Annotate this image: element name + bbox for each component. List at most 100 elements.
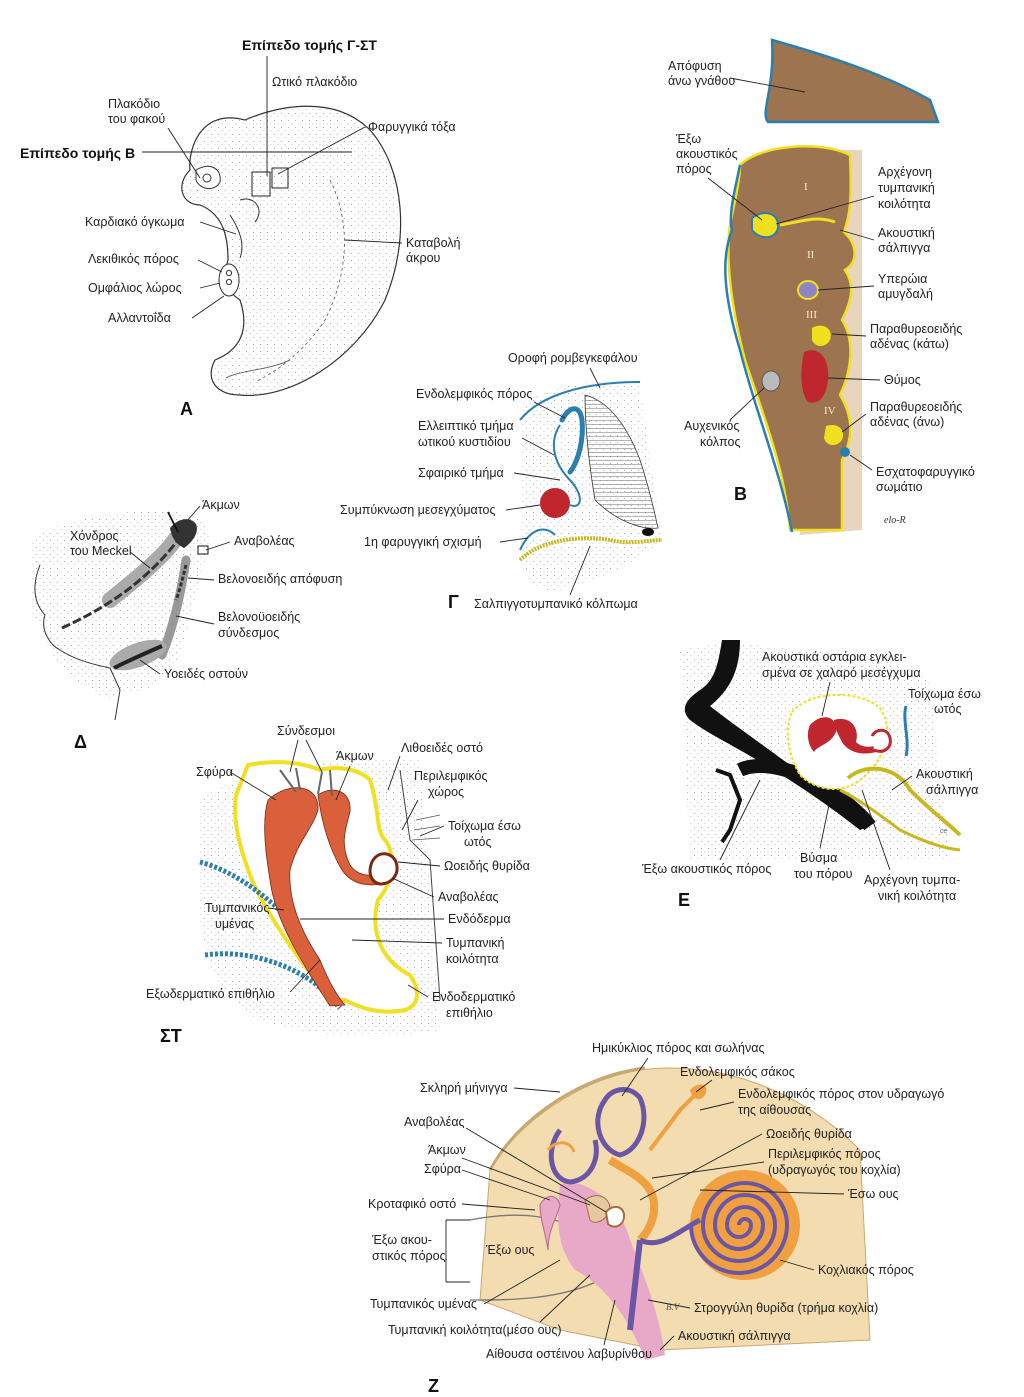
label-tympanic-cavity-st-1: Τυμπανική [446, 936, 505, 950]
label-temporal: Κροταφικό οστό [368, 1197, 456, 1211]
label-auditory-tube-b-1: Ακουστική [878, 226, 935, 240]
label-parathyroid-upper-1: Παραθυρεοειδής [870, 400, 962, 414]
label-ectodermal-epithelium: Εξωδερματικό επιθήλιο [146, 987, 275, 1001]
label-parathyroid-lower-1: Παραθυρεοειδής [870, 322, 962, 336]
label-tympanic-membrane-z: Τυμπανικός υμένας [370, 1297, 477, 1311]
label-parathyroid-lower-2: αδένας (κάτω) [870, 337, 949, 351]
panel-d-letter: Δ [74, 732, 87, 752]
label-ligaments: Σύνδεσμοι [277, 724, 335, 738]
label-maxillary-process-1: Απόφυση [668, 59, 722, 73]
label-endolymphatic-duct-z-2: της αίθουσας [738, 1103, 811, 1117]
label-inner-wall-e-1: Τοίχωμα έσω [908, 687, 981, 701]
label-auditory-tube-e-1: Ακουστική [916, 767, 973, 781]
label-inner-wall-st-1: Τοίχωμα έσω [448, 819, 521, 833]
label-limb-bud-2: άκρου [406, 251, 441, 265]
label-malleus-z: Σφύρα [424, 1162, 461, 1176]
panel-st-middle-ear [199, 759, 441, 1037]
label-endolymphatic-sac: Ενδολεμφικός σάκος [680, 1065, 795, 1079]
label-malleus-st: Σφύρα [196, 765, 233, 779]
label-ultimobranchial-2: σωμάτιο [876, 480, 923, 494]
label-semicircular: Ημικύκλιος πόρος και σωλήνας [592, 1041, 764, 1055]
label-inner-wall-e-2: ωτός [934, 702, 962, 716]
label-utricular-1: Ελλειπτικό τμήμα [418, 419, 514, 433]
label-stylohyoid-2: σύνδεσμος [218, 626, 279, 640]
label-auditory-tube-b-2: σάλπιγγα [878, 241, 930, 255]
label-perilymphatic-1: Περιλεμφικός [414, 769, 487, 783]
label-meatal-plug-1: Βύσμα [800, 851, 837, 865]
panel-e-labels: Ακουστικά οστάρια εγκλει- σμένα σε χαλαρ… [641, 650, 981, 910]
panel-g-labels: Οροφή ρομβεγκεφάλου Ενδολεμφικός πόρος Ε… [340, 351, 638, 612]
panel-e-letter: Ε [678, 890, 690, 910]
signature-z: B.V [666, 1302, 681, 1312]
panel-b-labels: Απόφυση άνω γνάθου Έξω ακουστικός πόρος … [668, 59, 975, 504]
label-cut-plane-gst: Επίπεδο τομής Γ-ΣΤ [242, 37, 377, 53]
label-perilymphatic-z-2: (υδραγωγός του κοχλία) [768, 1163, 901, 1177]
label-tympanic-membrane-st-1: Τυμπανικός [205, 901, 269, 915]
label-external-meatus-2: ακουστικός [676, 147, 738, 161]
label-inner-ear: Έσω ους [847, 1187, 899, 1201]
panel-a-letter: Α [180, 399, 193, 419]
pouch-label-i: I [804, 181, 808, 193]
label-ultimobranchial-1: Εσχατοφαρυγγικό [876, 465, 975, 479]
label-stapes-st: Αναβολέας [438, 890, 499, 904]
label-palatine-tonsil-2: αμυγδαλή [878, 287, 933, 301]
label-endodermal-epithelium-1: Ενδοδερματικό [432, 990, 515, 1004]
label-endodermal-epithelium-2: επιθήλιο [446, 1006, 493, 1020]
label-external-meatus-3: πόρος [676, 162, 712, 176]
pouch-label-iii: III [806, 309, 817, 321]
label-tympanic-cavity-z: Τυμπανική κοιλότητα(μέσο ους) [388, 1323, 562, 1337]
panel-z-adult-ear: B.V [469, 1066, 871, 1360]
label-yolk-duct: Λεκιθικός πόρος [88, 252, 179, 266]
label-oval-window-st: Ωοειδής θυρίδα [444, 859, 530, 873]
label-primitive-tympanic-e-2: νική κοιλότητα [878, 889, 956, 903]
label-tympanic-membrane-st-2: υμένας [215, 917, 254, 931]
label-utricular-2: ωτικού κυστιδίου [418, 435, 511, 449]
label-stylohyoid-1: Βελονοϋοειδής [218, 610, 300, 624]
label-mesenchyme-condensation: Συμπύκνωση μεσεγχύματος [340, 503, 496, 517]
label-auditory-tube-e-2: σάλπιγγα [926, 783, 978, 797]
label-primitive-tympanic-1: Αρχέγονη [878, 165, 932, 179]
label-incus-d: Άκμων [202, 498, 240, 512]
label-cardiac-bulge: Καρδιακό όγκωμα [85, 215, 185, 229]
panel-st-letter: ΣΤ [160, 1026, 182, 1046]
label-primitive-tympanic-e-1: Αρχέγονη τυμπα- [864, 873, 960, 887]
label-perilymphatic-z-1: Περιλεμφικός πόρος [768, 1147, 881, 1161]
signature-e: ce [940, 828, 948, 835]
label-endoderm: Ενδόδερμα [448, 912, 511, 926]
label-otic-placode: Ωτικό πλακόδιο [272, 75, 357, 89]
label-tubotympanic-recess: Σαλπιγγοτυμπανικό κόλπωμα [474, 597, 638, 611]
label-incus-z: Άκμων [428, 1143, 466, 1157]
panel-g-otic-vesicle [518, 381, 663, 591]
label-lens-placode-2: του φακού [108, 112, 165, 126]
label-petrous: Λιθοειδές οστό [401, 741, 483, 755]
label-external-meatus-1: Έξω [675, 132, 701, 146]
panel-g-letter: Γ [448, 592, 459, 612]
label-meatal-plug-2: του πόρου [794, 867, 853, 881]
label-dura: Σκληρή μήνιγγα [420, 1081, 508, 1095]
label-maxillary-process-2: άνω γνάθου [668, 74, 735, 88]
label-thymus: Θύμος [884, 373, 921, 387]
label-cut-plane-b: Επίπεδο τομής Β [20, 145, 135, 161]
label-saccular: Σφαιρικό τμήμα [418, 466, 504, 480]
label-oval-window-z: Ωοειδής θυρίδα [766, 1127, 852, 1141]
pouch-label-iv: IV [824, 405, 836, 417]
panel-d-cartilages [30, 510, 210, 721]
label-external-meatus-z-2: στικός πόρος [372, 1249, 446, 1263]
panel-e-ossicles: ce [680, 640, 962, 860]
label-rhombencephalon-roof: Οροφή ρομβεγκεφάλου [508, 351, 638, 365]
label-styloid: Βελονοειδής απόφυση [218, 572, 342, 586]
label-perilymphatic-2: χώρος [428, 785, 464, 799]
label-allantois: Αλλαντοΐδα [108, 311, 171, 325]
label-tympanic-cavity-st-2: κοιλότητα [446, 952, 499, 966]
label-primitive-tympanic-3: κοιλότητα [878, 197, 931, 211]
label-hyoid: Υοειδές οστούν [164, 667, 248, 681]
panel-st-labels: Σύνδεσμοι Άκμων Σφύρα Λιθοειδές οστό Περ… [146, 724, 530, 1046]
label-bony-vestibule: Αίθουσα οστέινου λαβυρίνθου [486, 1347, 652, 1361]
pouch-label-ii: II [807, 249, 815, 261]
label-external-ear: Έξω ους [485, 1243, 534, 1257]
label-lens-placode-1: Πλακόδιο [108, 97, 160, 111]
panel-b-letter: Β [734, 484, 747, 504]
label-meckel-1: Χόνδρος [70, 529, 119, 543]
label-incus-st: Άκμων [336, 749, 374, 763]
